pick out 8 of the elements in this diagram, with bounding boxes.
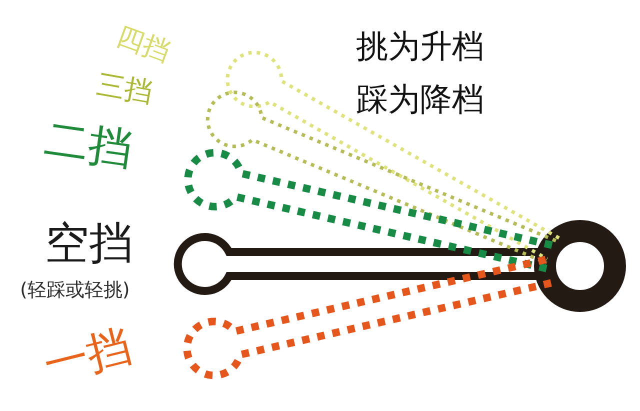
gear-label: 踩为降档 [356,83,484,115]
gear-label: 二挡 [42,117,136,174]
gear-label: (轻踩或轻挑) [20,281,130,300]
gear-label: 一挡 [40,324,136,388]
gear-label: 四挡 [113,22,174,67]
gear-label: 挑为升档 [356,30,484,62]
gear-label: 空挡 [45,222,133,266]
gear-label: 三挡 [94,70,155,108]
